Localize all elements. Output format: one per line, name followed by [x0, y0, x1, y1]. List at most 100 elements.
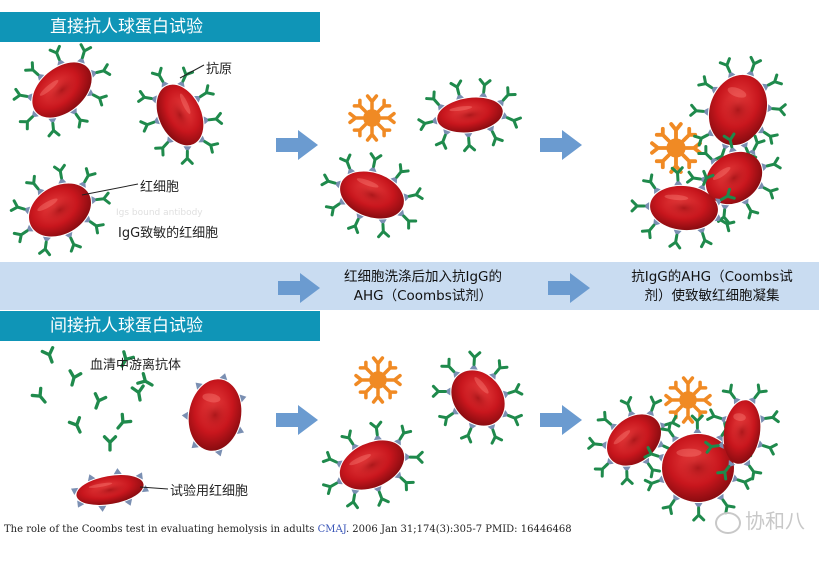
antibody-icon	[763, 410, 780, 425]
antibody-icon	[89, 89, 108, 107]
antibody-icon	[376, 222, 391, 239]
antibody-icon	[78, 167, 97, 186]
arrow-icon	[540, 405, 582, 435]
test-rbc-leader-line	[139, 486, 169, 490]
brand-watermark: 协和八	[715, 505, 805, 534]
antibody-icon	[408, 450, 424, 464]
citation: The role of the Coombs test in evaluatin…	[4, 524, 572, 535]
antibody-icon	[431, 384, 447, 398]
arrow-icon	[278, 273, 320, 303]
antibody-icon	[180, 149, 194, 165]
free-antibody-icon	[40, 346, 59, 366]
antibody-icon	[449, 79, 466, 97]
antibody-icon	[459, 425, 477, 444]
ahg-reagent-icon	[650, 122, 702, 174]
antibody-icon	[320, 173, 338, 190]
antibody-icon	[406, 187, 424, 203]
antibody-icon	[706, 408, 724, 425]
free-antibody-label: 血清中游离抗体	[90, 358, 182, 373]
agglutinate-caption: 抗IgG的AHG（Coombs试 剂）使致敏红细胞凝集	[631, 269, 793, 304]
antibody-icon	[394, 424, 413, 444]
antibody-icon	[346, 492, 361, 510]
ahg-reagent-icon	[348, 94, 396, 142]
red-blood-cell	[12, 43, 112, 138]
ahg-reagent-icon	[354, 356, 402, 404]
antibody-icon	[367, 152, 383, 169]
antibody-icon	[477, 78, 492, 95]
red-blood-cell	[704, 383, 780, 481]
antibody-icon	[696, 230, 713, 249]
journal-link[interactable]: CMAJ	[317, 524, 346, 535]
antibody-icon	[686, 170, 703, 186]
antibody-icon	[718, 57, 736, 76]
antibody-icon	[150, 66, 169, 86]
red-blood-cell	[320, 152, 424, 239]
antibody-icon	[321, 450, 340, 469]
antibody-icon	[373, 488, 390, 507]
citation-details: . 2006 Jan 31;174(3):305-7 PMID: 1644646…	[345, 524, 572, 535]
antibody-icon	[505, 383, 524, 400]
antibody-icon	[486, 128, 504, 147]
direct-test-title: 直接抗人球蛋白试验	[0, 12, 320, 42]
arrow-icon	[548, 273, 590, 303]
free-antibody-icon	[89, 392, 108, 412]
antibody-icon	[668, 232, 684, 250]
antibody-icon	[417, 115, 435, 131]
arrow-icon	[276, 405, 318, 435]
rbc-leader-line	[81, 183, 139, 196]
antibody-icon	[46, 121, 61, 138]
red-blood-cell	[587, 395, 681, 486]
test-rbc-label: 试验用红细胞	[170, 484, 249, 499]
red-blood-cell	[431, 350, 524, 445]
antibody-icon	[322, 477, 341, 495]
red-blood-cell	[181, 372, 248, 458]
antibody-icon	[38, 239, 53, 257]
chat-bubble-icon	[715, 511, 741, 534]
antibody-icon	[693, 129, 712, 147]
antibody-icon	[139, 116, 158, 133]
antigen-label: 抗原	[206, 62, 233, 77]
red-blood-cell	[689, 55, 787, 165]
antibody-icon	[94, 63, 112, 79]
caption-band	[0, 262, 819, 310]
antibody-icon	[76, 43, 93, 61]
antibody-icon	[764, 156, 782, 173]
antibody-icon	[64, 234, 82, 253]
red-blood-cell	[9, 163, 111, 257]
antibody-icon	[770, 102, 787, 117]
red-blood-cell	[630, 166, 736, 250]
antigen-icon	[214, 449, 225, 458]
antibody-icon	[347, 215, 365, 235]
antigen-icon	[113, 467, 122, 475]
antibody-icon	[735, 473, 753, 490]
antibody-icon	[692, 506, 706, 522]
antibody-icon	[48, 44, 66, 63]
antigen-icon	[98, 505, 107, 513]
antibody-icon	[643, 474, 662, 492]
sensitized-rbc-label: IgG致敏的红细胞	[118, 226, 219, 241]
antigen-icon	[181, 411, 189, 420]
antigen-icon	[239, 392, 248, 403]
free-antibody-icon	[67, 416, 87, 436]
red-blood-cell	[686, 132, 782, 224]
antibody-icon	[645, 395, 663, 414]
antibody-icon	[745, 55, 763, 74]
antibody-icon	[12, 87, 30, 103]
antibody-icon	[467, 350, 482, 367]
antigen-icon	[219, 372, 229, 381]
wash-caption: 红细胞洗涤后加入抗IgG的 AHG（Coombs试剂）	[343, 269, 502, 304]
red-blood-cell	[417, 78, 522, 153]
antibody-icon	[339, 153, 356, 172]
citation-text: The role of the Coombs test in evaluatin…	[4, 524, 318, 535]
antibody-icon	[503, 111, 522, 129]
antibody-icon	[505, 409, 523, 427]
antibody-icon	[486, 427, 504, 445]
antibody-icon	[689, 103, 706, 118]
antibody-icon	[94, 191, 111, 207]
antibody-icon	[53, 163, 68, 181]
antibody-icon	[369, 420, 384, 437]
arrow-icon	[540, 130, 582, 160]
arrow-icon	[276, 130, 318, 160]
antibody-icon	[462, 136, 477, 153]
free-antibody-icon	[102, 435, 118, 452]
